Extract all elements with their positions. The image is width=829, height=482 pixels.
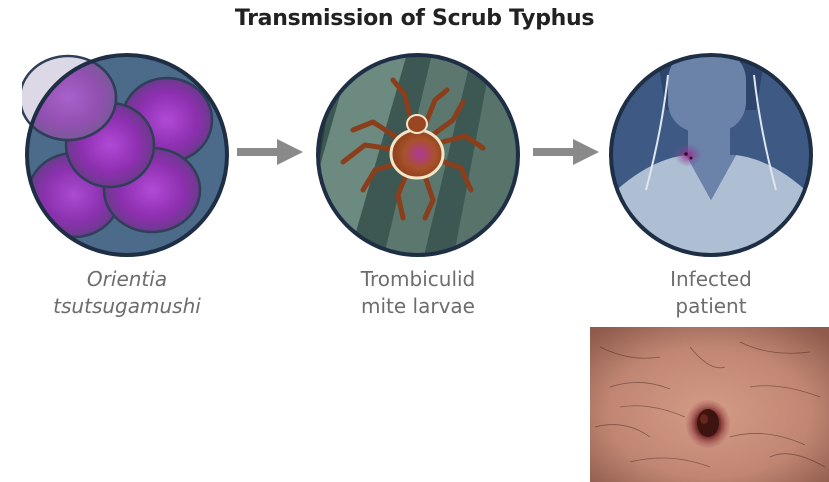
stage-label-line: Trombiculid bbox=[303, 266, 533, 293]
stage-label-line: patient bbox=[596, 293, 826, 320]
stage-label-line: Infected bbox=[596, 266, 826, 293]
right-arrow-icon bbox=[237, 138, 303, 166]
right-arrow-icon bbox=[533, 138, 599, 166]
diagram-title: Transmission of Scrub Typhus bbox=[0, 6, 829, 31]
mite-icon bbox=[313, 50, 523, 260]
stage-label-line: mite larvae bbox=[303, 293, 533, 320]
stage-label-patient: Infected patient bbox=[596, 266, 826, 320]
stage-label-mite: Trombiculid mite larvae bbox=[303, 266, 533, 320]
patient-illustration bbox=[606, 50, 816, 260]
stage-label-bacteria: Orientia tsutsugamushi bbox=[12, 266, 242, 320]
patient-icon bbox=[606, 50, 816, 260]
bacteria-illustration bbox=[22, 50, 232, 260]
stage-label-line: tsutsugamushi bbox=[12, 293, 242, 320]
bacteria-cells-icon bbox=[22, 50, 232, 260]
eschar-photo-icon bbox=[590, 327, 829, 482]
mite-illustration bbox=[313, 50, 523, 260]
stage-label-line: Orientia bbox=[12, 266, 242, 293]
skin-eschar-photo bbox=[590, 327, 829, 482]
